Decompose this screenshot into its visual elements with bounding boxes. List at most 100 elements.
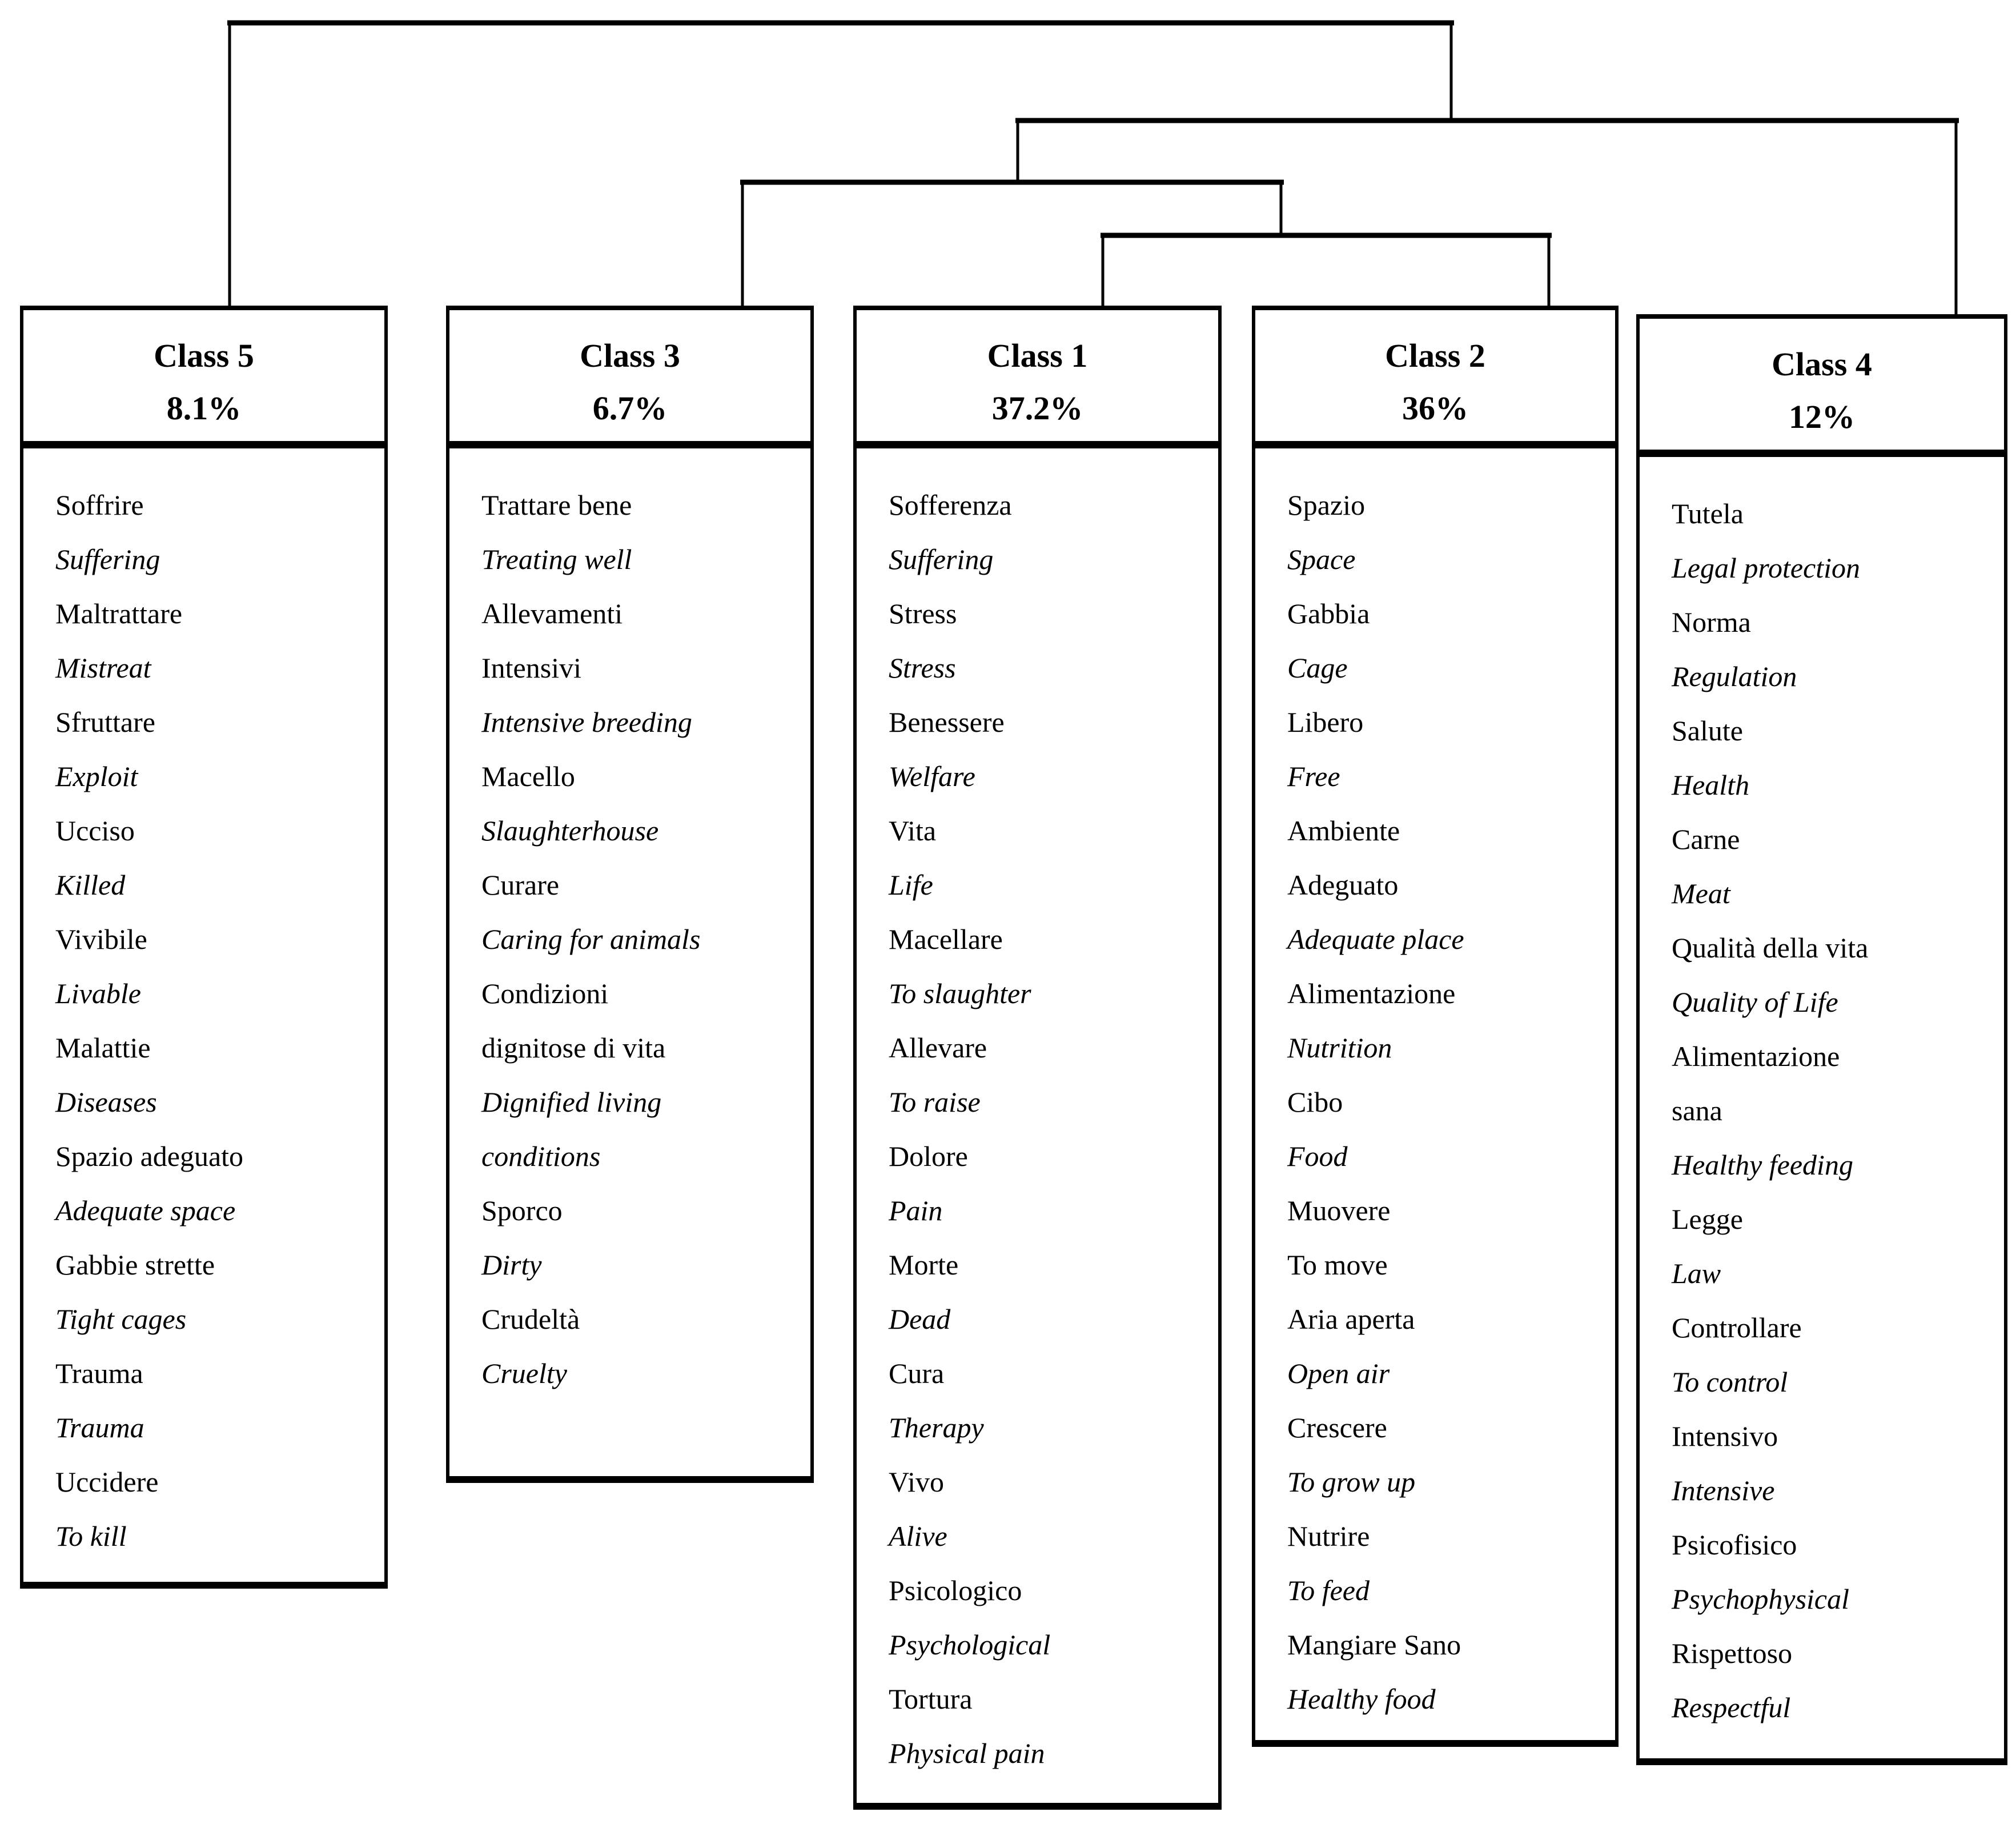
term-line: Stress (889, 598, 957, 630)
term-line: Condizioni (481, 977, 609, 1009)
class-percent: 37.2% (991, 390, 1083, 427)
term-line: Intensivo (1672, 1420, 1778, 1452)
term-line: Suffering (55, 543, 160, 575)
term-line: Qualità della vita (1672, 932, 1869, 964)
term-line: Malattie (55, 1032, 151, 1064)
term-line: Dead (889, 1303, 951, 1335)
term-line: To grow up (1287, 1466, 1416, 1498)
class-title: Class 4 (1772, 346, 1872, 383)
term-line: Psicologico (889, 1574, 1022, 1606)
term-line: Sofferenza (889, 489, 1012, 521)
term-line: Cura (889, 1357, 945, 1389)
term-line: Tight cages (55, 1303, 187, 1335)
term-line: Law (1672, 1257, 1721, 1289)
term-line: Healthy food (1287, 1683, 1436, 1715)
term-line: To move (1287, 1249, 1388, 1281)
term-line: Food (1287, 1140, 1348, 1172)
term-line: Nutrition (1287, 1032, 1392, 1064)
term-line: To kill (55, 1520, 127, 1552)
term-line: To control (1672, 1366, 1788, 1398)
term-line: Sfruttare (55, 706, 155, 738)
class-title: Class 3 (580, 337, 680, 374)
term-line: Diseases (55, 1086, 157, 1118)
term-line: Trattare bene (481, 489, 632, 521)
term-line: Norma (1672, 606, 1751, 638)
term-line: Dignified living (481, 1086, 662, 1118)
term-line: Physical pain (889, 1737, 1045, 1769)
term-line: Nutrire (1287, 1520, 1370, 1552)
term-line: Dirty (481, 1249, 542, 1281)
term-line: Pain (889, 1194, 943, 1226)
term-line: Vita (889, 815, 937, 847)
class-box-2-header: Class 2 36% (1255, 310, 1615, 448)
term-line: Trauma (55, 1412, 144, 1444)
term-line: Gabbia (1287, 598, 1370, 630)
term-line: Tutela (1672, 498, 1744, 530)
term-line: Psicofisico (1672, 1529, 1797, 1561)
term-line: Intensive (1672, 1474, 1775, 1506)
term-line: sana (1672, 1095, 1722, 1127)
term-line: Adequate place (1287, 923, 1464, 955)
class-percent: 36% (1402, 390, 1468, 427)
term-line: Spazio (1287, 489, 1366, 521)
term-line: Free (1287, 760, 1340, 792)
term-line: Cage (1287, 652, 1348, 684)
dendrogram-tree (227, 20, 1959, 320)
term-line: conditions (481, 1140, 601, 1172)
term-line: Rispettoso (1672, 1637, 1793, 1669)
term-line: Killed (55, 869, 126, 901)
class-percent: 12% (1789, 398, 1855, 435)
term-line: Morte (889, 1249, 959, 1281)
class-title: Class 5 (154, 337, 254, 374)
term-line: Macello (481, 760, 575, 792)
term-line: Vivibile (55, 923, 147, 955)
term-line: Health (1672, 769, 1750, 801)
class-percent: 6.7% (592, 390, 668, 427)
class-box-3-header: Class 3 6.7% (449, 310, 810, 448)
term-line: Quality of Life (1672, 986, 1838, 1018)
term-line: Curare (481, 869, 560, 901)
term-line: Allevare (889, 1032, 987, 1064)
term-line: Livable (55, 977, 141, 1009)
term-line: Gabbie strette (55, 1249, 215, 1281)
class-title: Class 2 (1385, 337, 1485, 374)
term-line: To feed (1287, 1574, 1370, 1606)
term-line: Stress (889, 652, 956, 684)
term-line: Cruelty (481, 1357, 567, 1389)
term-line: Treating well (481, 543, 632, 575)
term-line: Salute (1672, 715, 1743, 747)
term-line: Cibo (1287, 1086, 1343, 1118)
term-line: Alimentazione (1287, 977, 1456, 1009)
term-line: Alive (889, 1520, 947, 1552)
term-line: Exploit (55, 760, 138, 792)
term-line: Space (1287, 543, 1356, 575)
term-line: Crudeltà (481, 1303, 580, 1335)
term-line: Mangiare Sano (1287, 1629, 1461, 1661)
term-line: To raise (889, 1086, 981, 1118)
term-line: Life (889, 869, 933, 901)
term-line: Benessere (889, 706, 1005, 738)
term-line: Meat (1672, 877, 1730, 909)
term-line: Therapy (889, 1412, 984, 1444)
term-line: Intensivi (481, 652, 581, 684)
class-box-1-header: Class 1 37.2% (857, 310, 1218, 448)
class-box-4-header: Class 4 12% (1640, 319, 2004, 457)
term-line: Libero (1287, 706, 1364, 738)
term-line: Ambiente (1287, 815, 1400, 847)
term-line: Vivo (889, 1466, 944, 1498)
term-line: Macellare (889, 923, 1003, 955)
term-line: Caring for animals (481, 923, 701, 955)
term-line: Allevamenti (481, 598, 623, 630)
term-line: Slaughterhouse (481, 815, 659, 847)
term-line: Trauma (55, 1357, 143, 1389)
term-line: dignitose di vita (481, 1032, 666, 1064)
